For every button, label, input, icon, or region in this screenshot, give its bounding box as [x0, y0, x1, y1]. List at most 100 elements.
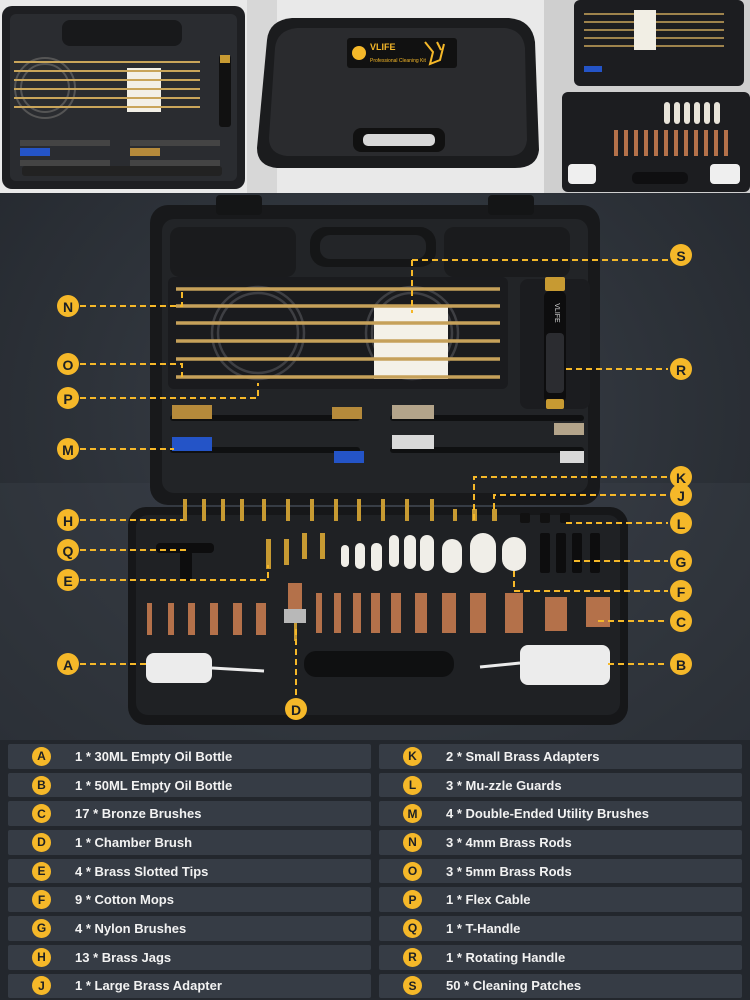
legend-item-text: 1 * Chamber Brush	[75, 834, 193, 850]
callout-letter: N	[63, 299, 73, 315]
legend-item-m: M 4 * Double-Ended Utility Brushes	[379, 801, 742, 827]
callout-badge-b: B	[670, 653, 692, 675]
callout-letter: J	[677, 488, 685, 504]
legend-letter-badge: L	[403, 775, 422, 795]
legend-item-text: 3 * 4mm Brass Rods	[446, 834, 572, 850]
callout-letter: O	[63, 357, 74, 373]
legend-item-c: C 17 * Bronze Brushes	[8, 801, 371, 827]
legend-letter-badge: B	[32, 775, 51, 795]
legend-item-text: 1 * Large Brass Adapter	[75, 978, 222, 994]
legend-item-l: L 3 * Mu-zzle Guards	[379, 772, 742, 798]
brass-jags	[183, 499, 457, 521]
legend-letter-badge: G	[32, 918, 51, 938]
case-illustration: VLIFE	[0, 195, 750, 740]
legend-item-text: 2 * Small Brass Adapters	[446, 748, 600, 764]
handle-brand-text: VLIFE	[553, 303, 560, 323]
legend-item-text: 1 * Flex Cable	[446, 892, 531, 908]
full-case-photo	[544, 0, 750, 193]
callout-badge-n: N	[57, 295, 79, 317]
legend-letter-badge: A	[32, 746, 51, 766]
slotted-tips	[266, 533, 325, 569]
legend-letter-badge: J	[32, 976, 51, 996]
legend-item-text: 13 * Brass Jags	[75, 949, 172, 965]
legend-letter-badge: O	[403, 861, 422, 881]
callout-badge-e: E	[57, 569, 79, 591]
legend-item-k: K 2 * Small Brass Adapters	[379, 744, 742, 769]
thumbnail-full-case[interactable]	[544, 0, 750, 193]
callout-badge-j: J	[670, 484, 692, 506]
legend-letter-badge: S	[403, 976, 422, 996]
legend-item-j: J 1 * Large Brass Adapter	[8, 973, 371, 999]
callout-badge-d: D	[285, 698, 307, 720]
legend-item-text: 50 * Cleaning Patches	[446, 978, 582, 994]
callout-letter: Q	[63, 543, 74, 559]
callout-badge-f: F	[670, 580, 692, 602]
callout-badge-g: G	[670, 550, 692, 572]
legend-letter-badge: D	[32, 832, 51, 852]
oil-bottle-50ml	[520, 645, 610, 685]
legend-item-text: 3 * 5mm Brass Rods	[446, 863, 572, 879]
callout-badges: S N O P R M KJ H L Q G E FC A B D	[57, 244, 692, 720]
legend-letter-badge: H	[32, 947, 51, 967]
callout-letter: F	[677, 584, 686, 600]
legend-item-text: 3 * Mu-zzle Guards	[446, 777, 562, 793]
legend-letter-badge: C	[32, 804, 51, 824]
legend-item-o: O 3 * 5mm Brass Rods	[379, 858, 742, 884]
callout-badge-k: K	[670, 466, 692, 488]
legend-item-e: E 4 * Brass Slotted Tips	[8, 858, 371, 884]
callout-badge-o: O	[57, 353, 79, 375]
legend-item-text: 1 * T-Handle	[446, 920, 521, 936]
legend-letter-badge: K	[403, 746, 422, 766]
bronze-brushes	[147, 593, 610, 635]
legend-item-text: 4 * Double-Ended Utility Brushes	[446, 806, 649, 822]
legend-item-text: 4 * Nylon Brushes	[75, 920, 187, 936]
legend-item-text: 17 * Bronze Brushes	[75, 806, 202, 822]
legend-item-q: Q 1 * T-Handle	[379, 916, 742, 941]
callout-letter: A	[63, 657, 73, 673]
legend-item-d: D 1 * Chamber Brush	[8, 830, 371, 855]
callout-badge-l: L	[670, 512, 692, 534]
callout-badge-p: P	[57, 387, 79, 409]
callout-letter: H	[63, 513, 73, 529]
callout-badge-r: R	[670, 358, 692, 380]
callout-letter: D	[291, 702, 301, 718]
legend-item-text: 4 * Brass Slotted Tips	[75, 863, 209, 879]
callout-letter: M	[62, 442, 74, 458]
open-lid-photo	[2, 6, 245, 189]
callout-badge-s: S	[670, 244, 692, 266]
legend-letter-badge: F	[32, 890, 51, 910]
callout-letter: L	[677, 516, 686, 532]
rotating-handle: VLIFE	[520, 277, 590, 409]
legend-item-f: F 9 * Cotton Mops	[8, 887, 371, 913]
callout-letter: C	[676, 614, 686, 630]
legend-item-text: 1 * 30ML Empty Oil Bottle	[75, 748, 233, 764]
legend-item-text: 9 * Cotton Mops	[75, 892, 174, 908]
utility-brushes	[170, 405, 584, 463]
callout-letter: E	[63, 573, 72, 589]
callout-letter: P	[63, 391, 72, 407]
case-brand-text: VLIFE	[370, 42, 396, 52]
callout-letter: R	[676, 362, 686, 378]
callout-badge-c: C	[670, 610, 692, 632]
callout-letter: K	[676, 470, 686, 486]
legend-letter-badge: Q	[403, 918, 422, 938]
thumbnail-open-lid[interactable]	[0, 0, 247, 193]
legend-letter-badge: M	[403, 804, 422, 824]
callout-badge-h: H	[57, 509, 79, 531]
cotton-mops	[341, 533, 526, 573]
main-case-photo: VLIFE	[0, 193, 750, 740]
callout-badge-m: M	[57, 438, 79, 460]
callout-letter: B	[676, 657, 686, 673]
legend-letter-badge: E	[32, 861, 51, 881]
case-subtitle-text: Professional Cleaning Kit	[370, 58, 426, 64]
legend-item-a: A 1 * 30ML Empty Oil Bottle	[8, 744, 371, 769]
callout-lines	[80, 259, 668, 699]
callout-letter: S	[676, 248, 685, 264]
thumbnail-closed-case[interactable]: VLIFE Professional Cleaning Kit	[247, 0, 544, 193]
legend-letter-badge: P	[403, 890, 422, 910]
callout-letter: G	[676, 554, 687, 570]
